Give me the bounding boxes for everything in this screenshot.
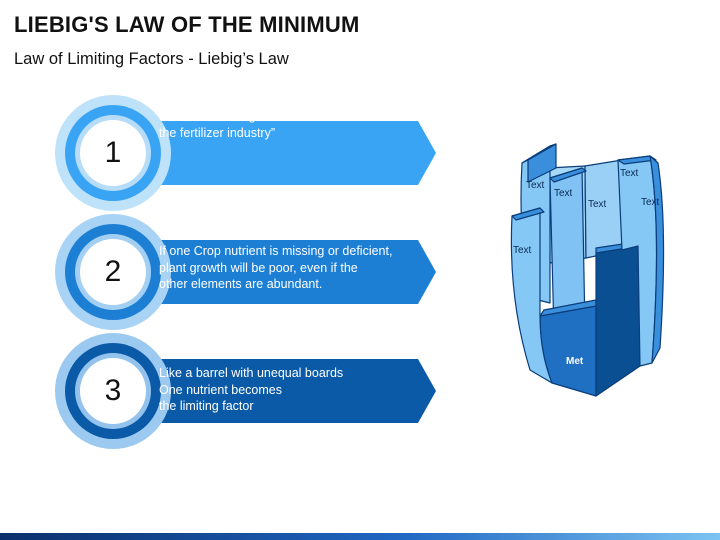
step-2-number: 2 (104, 255, 122, 288)
barrel-label-3: Text (588, 199, 607, 210)
barrel-stave-dark-right (595, 245, 641, 397)
step-2-text: If one Crop nutrient is missing or defic… (159, 244, 393, 291)
step-2-arrow-banner (138, 240, 436, 304)
barrel-stave-front-short-top (511, 207, 545, 221)
step-2: 2 If one Crop nutrient is missing or def… (50, 212, 440, 332)
step-1-shape (55, 95, 436, 211)
step-3-shape (55, 333, 436, 449)
step-3-arrow-banner (138, 359, 436, 423)
step-1-number-disc (80, 120, 146, 186)
barrel-diagram: Text Text Text Text Text Text Met (510, 143, 665, 397)
step-3-number-disc (80, 358, 146, 424)
step-1-number: 1 (104, 136, 122, 169)
barrel-stave-right-edge (649, 155, 665, 364)
barrel-label-6: Text (513, 245, 532, 256)
barrel-level-fill-front (539, 305, 597, 397)
barrel-stave-right-top (617, 155, 657, 165)
barrel-label-1: Text (526, 180, 545, 191)
step-1-arrow-banner (138, 121, 436, 185)
step-3-text: Like a barrel with unequal boards One nu… (159, 366, 344, 413)
step-1: 1 Justus von Liebig “Father of the ferti… (50, 93, 440, 213)
step-1-text: Justus von Liebig “Father of the fertili… (159, 109, 314, 140)
page-subtitle: Law of Limiting Factors - Liebig’s Law (14, 50, 289, 68)
barrel-stave-front-short (510, 207, 553, 384)
barrel-label-4: Text (620, 168, 639, 179)
step-3: 3 Like a barrel with unequal boards One … (50, 331, 440, 451)
barrel-label-5: Text (641, 197, 660, 208)
step-3-number: 3 (104, 374, 122, 407)
barrel-label-2: Text (554, 188, 573, 199)
barrel-stave-top-cap (527, 143, 557, 183)
barrel-stave-center-left-top (549, 167, 587, 183)
barrel-level-label: Met (566, 356, 584, 367)
step-2-number-disc (80, 239, 146, 305)
page-title: LIEBIG'S LAW OF THE MINIMUM (14, 12, 360, 37)
footer-gradient-bar (0, 533, 720, 540)
step-2-shape (55, 214, 436, 330)
